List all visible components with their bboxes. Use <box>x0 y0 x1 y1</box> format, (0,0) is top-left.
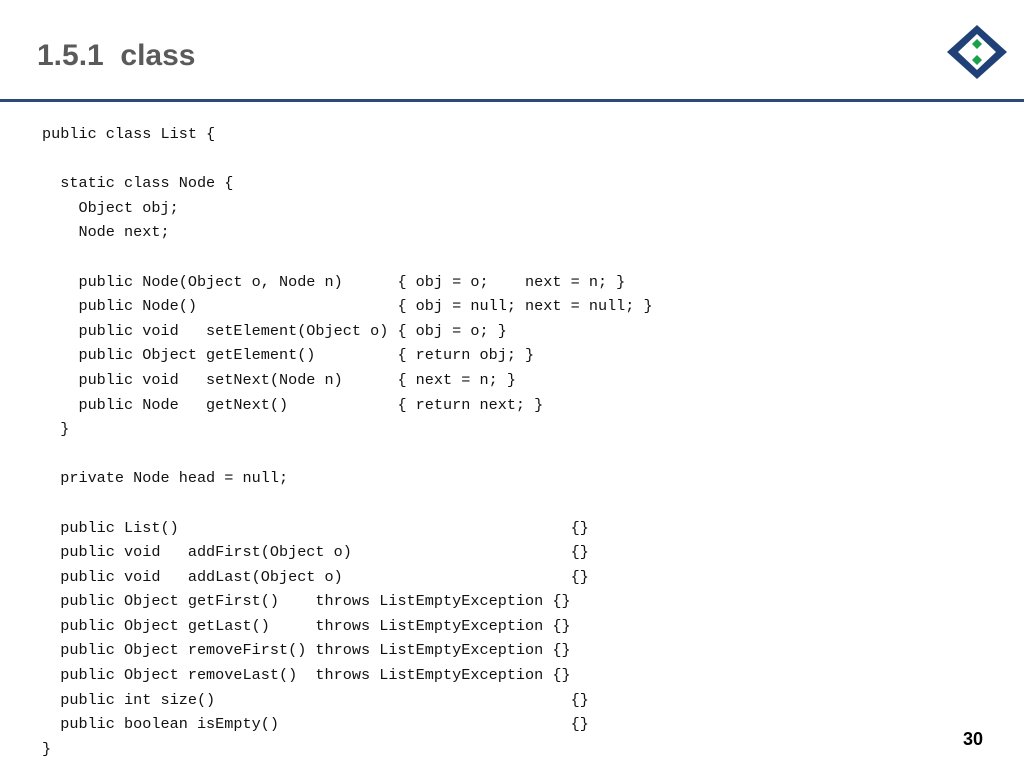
code-line: public Object getFirst() throws ListEmpt… <box>42 592 571 611</box>
code-line: public Node getNext() { return next; } <box>42 395 544 414</box>
code-line: public void addLast(Object o) {} <box>42 567 589 586</box>
code-line: } <box>42 420 70 439</box>
code-line: static class Node { <box>42 174 234 193</box>
code-line <box>42 442 653 467</box>
code-line: } <box>42 739 52 758</box>
code-line: public int size() {} <box>42 690 589 709</box>
code-line: public Object removeFirst() throws ListE… <box>42 641 571 660</box>
code-line: public Object removeLast() throws ListEm… <box>42 666 571 685</box>
slide-title: 1.5.1 class <box>37 39 196 72</box>
code-line: public Node(Object o, Node n) { obj = o;… <box>42 272 626 291</box>
code-line: public void setElement(Object o) { obj =… <box>42 321 507 340</box>
code-line <box>42 245 653 270</box>
code-line: public List() {} <box>42 518 589 537</box>
code-line <box>42 491 653 516</box>
code-line: public class List { <box>42 125 216 143</box>
code-block: public class List { static class Node { … <box>42 122 653 761</box>
title-divider <box>0 99 1024 102</box>
code-line: Object obj; <box>42 198 179 217</box>
company-logo-icon <box>946 24 1008 80</box>
code-line: public Object getElement() { return obj;… <box>42 346 535 365</box>
code-line: public Object getLast() throws ListEmpty… <box>42 616 571 635</box>
code-line: private Node head = null; <box>42 469 289 488</box>
code-line: public boolean isEmpty() {} <box>42 715 589 734</box>
code-line: public void setNext(Node n) { next = n; … <box>42 370 516 389</box>
code-line: public void addFirst(Object o) {} <box>42 543 589 562</box>
code-line: Node next; <box>42 223 170 242</box>
code-line: public Node() { obj = null; next = null;… <box>42 297 653 316</box>
code-line <box>42 147 653 172</box>
page-number: 30 <box>963 729 984 749</box>
